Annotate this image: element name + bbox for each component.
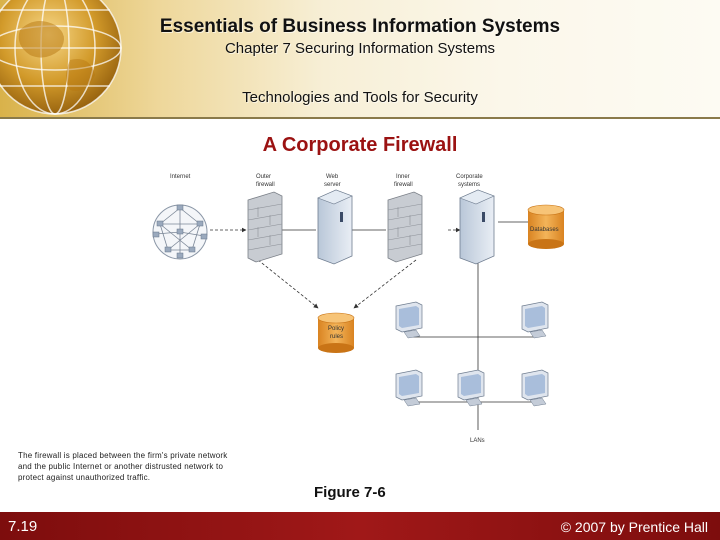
slide-header: Essentials of Business Information Syste… [0, 0, 720, 118]
label-outer-firewall-1: Outer [256, 174, 271, 180]
workstation-icon [521, 369, 549, 407]
figure-label: Figure 7-6 [314, 484, 386, 501]
workstation-icon [395, 301, 423, 339]
label-outer-firewall-2: firewall [256, 182, 275, 188]
web-server-icon [317, 189, 353, 265]
slide-footer: 7.19 © 2007 by Prentice Hall [0, 512, 720, 540]
label-inner-firewall-2: firewall [394, 182, 413, 188]
label-policy-rules-2: rules [330, 334, 343, 340]
figure-caption: The firewall is placed between the firm'… [18, 451, 228, 482]
course-title: Essentials of Business Information Syste… [159, 16, 561, 37]
firewall-diagram: Internet Outer firewall Web server Inner… [148, 162, 566, 446]
corporate-systems-icon [459, 189, 495, 265]
label-web-server-1: Web [326, 174, 339, 180]
connector-inner-policy [353, 259, 417, 309]
workstation-icon [457, 369, 485, 407]
label-policy-rules-1: Policy [328, 326, 344, 332]
label-lans: LANs [470, 438, 485, 444]
header-divider [0, 117, 720, 119]
label-inner-firewall-1: Inner [396, 174, 410, 180]
label-corporate-systems-2: systems [458, 182, 480, 188]
label-internet: Internet [170, 174, 191, 180]
globe-logo [0, 0, 122, 115]
label-databases: Databases [530, 227, 559, 233]
outer-firewall-icon [247, 191, 283, 263]
databases-icon [527, 204, 565, 249]
policy-rules-icon [317, 312, 355, 353]
copyright-notice: © 2007 by Prentice Hall [560, 519, 708, 535]
connector-outer-policy [257, 259, 319, 309]
label-web-server-2: server [324, 182, 341, 188]
label-corporate-systems-1: Corporate [456, 174, 483, 180]
workstation-icon [521, 301, 549, 339]
slide-heading: A Corporate Firewall [262, 134, 458, 156]
inner-firewall-icon [387, 191, 423, 263]
slide-number: 7.19 [8, 518, 38, 535]
chapter-title: Chapter 7 Securing Information Systems [224, 40, 496, 57]
internet-network-icon [152, 204, 208, 260]
diagram-canvas: Internet Outer firewall Web server Inner… [152, 174, 565, 444]
workstation-icon [395, 369, 423, 407]
section-title: Technologies and Tools for Security [242, 89, 478, 106]
